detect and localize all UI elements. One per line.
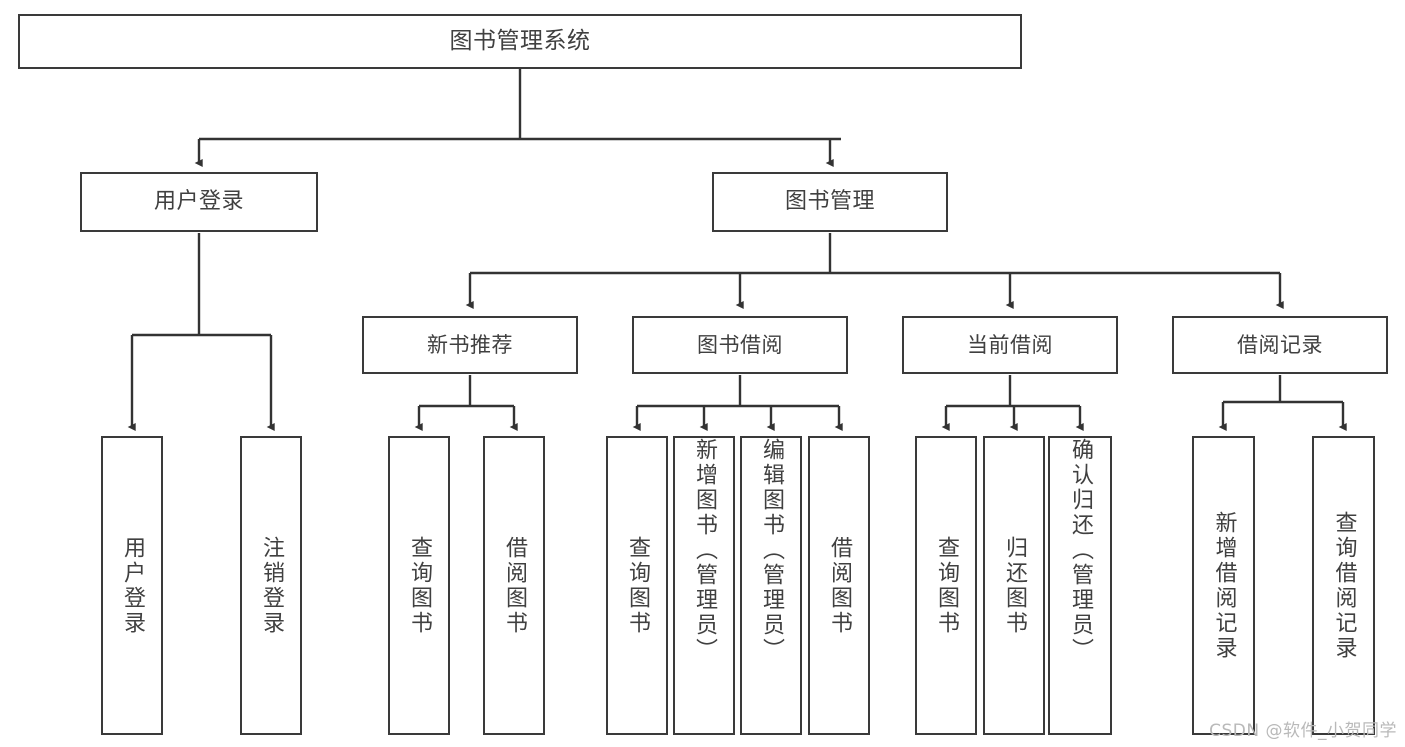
leaf-current-borrow-confirm-return[interactable]: 确认归还（管理员） [1048, 436, 1112, 735]
node-label: 查询图书 [407, 535, 432, 636]
node-label: 新增图书（管理员） [692, 438, 717, 663]
leaf-user-login-logout[interactable]: 注销登录 [240, 436, 302, 735]
leaf-book-borrow-query[interactable]: 查询图书 [606, 436, 668, 735]
node-label: 查询借阅记录 [1331, 510, 1357, 661]
leaf-book-borrow-borrow[interactable]: 借阅图书 [808, 436, 870, 735]
node-new-book-recommend[interactable]: 新书推荐 [362, 316, 578, 374]
node-label: 编辑图书（管理员） [759, 438, 784, 663]
leaf-current-borrow-query[interactable]: 查询图书 [915, 436, 977, 735]
node-label: 新书推荐 [427, 332, 513, 357]
leaf-new-book-borrow[interactable]: 借阅图书 [483, 436, 545, 735]
node-label: 查询图书 [934, 535, 959, 636]
leaf-book-borrow-add[interactable]: 新增图书（管理员） [673, 436, 735, 735]
node-current-borrow[interactable]: 当前借阅 [902, 316, 1118, 374]
leaf-current-borrow-return[interactable]: 归还图书 [983, 436, 1045, 735]
node-label: 借阅记录 [1237, 332, 1323, 357]
node-label: 用户登录 [120, 535, 145, 636]
node-label: 确认归还（管理员） [1068, 438, 1093, 663]
node-user-login[interactable]: 用户登录 [80, 172, 318, 232]
leaf-borrow-record-add[interactable]: 新增借阅记录 [1192, 436, 1255, 735]
node-label: 查询图书 [625, 535, 650, 636]
node-label: 借阅图书 [502, 535, 527, 636]
node-label: 当前借阅 [967, 332, 1053, 357]
node-label: 借阅图书 [827, 535, 852, 636]
node-label: 归还图书 [1002, 535, 1027, 636]
node-label: 图书借阅 [697, 332, 783, 357]
node-book-borrow[interactable]: 图书借阅 [632, 316, 848, 374]
node-borrow-record[interactable]: 借阅记录 [1172, 316, 1388, 374]
leaf-borrow-record-query[interactable]: 查询借阅记录 [1312, 436, 1375, 735]
node-label: 图书管理 [784, 189, 875, 215]
node-label: 用户登录 [153, 189, 244, 215]
node-label: 图书管理系统 [449, 27, 591, 54]
node-label: 注销登录 [259, 535, 284, 636]
node-book-management[interactable]: 图书管理 [712, 172, 948, 232]
leaf-new-book-query[interactable]: 查询图书 [388, 436, 450, 735]
leaf-user-login-login[interactable]: 用户登录 [101, 436, 163, 735]
node-root-system[interactable]: 图书管理系统 [18, 14, 1022, 69]
node-label: 新增借阅记录 [1211, 510, 1237, 661]
leaf-book-borrow-edit[interactable]: 编辑图书（管理员） [740, 436, 802, 735]
